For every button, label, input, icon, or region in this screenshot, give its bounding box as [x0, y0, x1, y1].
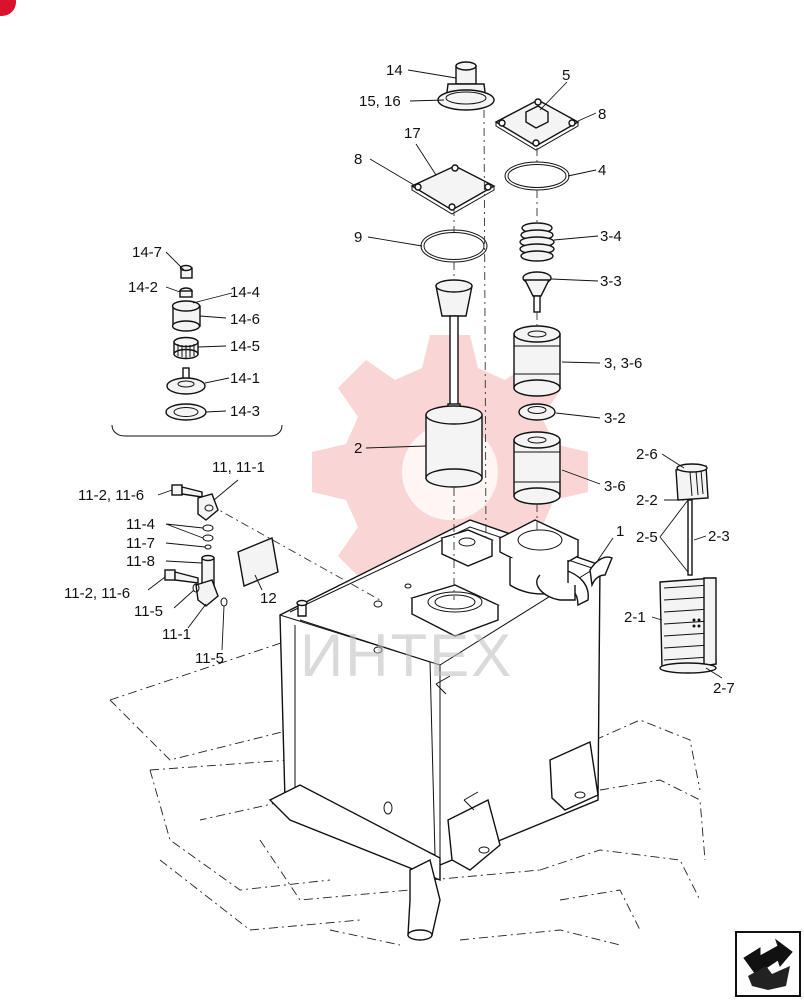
plate-part-2-7 [659, 662, 717, 674]
label-11-1: 11-1 [162, 626, 191, 643]
watermark-text: ИНТЕХ [300, 622, 513, 689]
nut-part-14-2 [179, 287, 193, 298]
o-ring-part-11-5-right [220, 597, 228, 607]
label-14-7: 14-7 [132, 244, 162, 261]
spring-part-3-4 [519, 222, 555, 262]
inset-bracket [111, 424, 283, 437]
breather-cap-part-14 [437, 61, 495, 111]
label-4: 4 [598, 162, 606, 179]
label-3-6: 3-6 [604, 478, 626, 495]
next-page-arrow-icon[interactable] [735, 931, 801, 997]
gauge-head-part-2-6 [675, 463, 709, 501]
element-part-14-5 [173, 336, 199, 360]
corner-badge [0, 0, 16, 16]
label-3-4: 3-4 [600, 228, 622, 245]
label-14-3: 14-3 [230, 403, 260, 420]
cover-plate-part-8-left [410, 164, 496, 215]
label-11-5-lower: 11-5 [195, 650, 224, 667]
elbow-part-11-1-upper [197, 493, 219, 521]
bolt-part-11-2-lower [164, 569, 199, 584]
label-2-7: 2-7 [713, 680, 735, 697]
tank-drain-pipe [407, 858, 441, 941]
label-3-2: 3-2 [604, 410, 626, 427]
decal-part-12 [237, 537, 279, 587]
label-11-4: 11-4 [126, 516, 155, 533]
o-ring-part-4 [504, 161, 570, 191]
label-14-2: 14-2 [128, 279, 158, 296]
label-2-1: 2-1 [624, 609, 646, 626]
return-filter-flange [410, 584, 500, 637]
label-9: 9 [354, 229, 362, 246]
fitting-assembly-part-11 [164, 484, 228, 607]
label-11-2-11-6-lower: 11-2, 11-6 [64, 585, 130, 602]
label-3-3-6: 3, 3-6 [604, 355, 642, 372]
tank-mounting-foot-left [268, 784, 441, 882]
label-12: 12 [260, 590, 277, 607]
label-2-2: 2-2 [636, 492, 658, 509]
plug-part-5 [525, 105, 549, 129]
label-14-1: 14-1 [230, 370, 260, 387]
part-labels: 14 15, 16 17 8 5 8 4 9 3-4 3-3 3, 3-6 3-… [64, 62, 735, 697]
level-gauge-assembly-part-2 [659, 463, 717, 674]
valve-part-3-3 [522, 271, 552, 313]
breather-breakdown-inset [111, 264, 283, 437]
washer-part-11-7 [204, 544, 212, 550]
label-11-5-upper: 11-5 [134, 603, 163, 620]
ring-part-3-2 [518, 403, 556, 421]
label-14-4: 14-4 [230, 284, 260, 301]
tank-top-bolts [296, 583, 479, 815]
label-15-16: 15, 16 [359, 93, 401, 110]
label-2-3: 2-3 [708, 528, 730, 545]
o-ring-part-11-7 [202, 534, 214, 542]
label-17: 17 [404, 125, 421, 142]
leader-lines [147, 69, 723, 679]
o-ring-part-9 [420, 229, 488, 263]
cap-part-14-7 [179, 264, 193, 279]
label-14-6: 14-6 [230, 311, 260, 328]
label-11-11-1: 11, 11-1 [212, 459, 265, 476]
flange-part-14-1 [166, 367, 206, 395]
tank-top-boss [440, 529, 494, 567]
o-ring-part-11-5-left [192, 583, 200, 593]
bolt-part-11-2-upper [171, 484, 203, 498]
label-1: 1 [616, 523, 624, 540]
label-11-7: 11-7 [126, 535, 155, 552]
label-2: 2 [354, 440, 362, 457]
label-5: 5 [562, 67, 570, 84]
tank-mounting-foot-right [549, 740, 599, 811]
label-11-8: 11-8 [126, 553, 155, 570]
o-ring-part-11-4 [202, 524, 214, 532]
label-11-2-11-6-upper: 11-2, 11-6 [78, 487, 144, 504]
label-14: 14 [386, 62, 403, 79]
label-2-6: 2-6 [636, 446, 658, 463]
tank-mounting-foot-front [447, 798, 501, 871]
label-3-3: 3-3 [600, 273, 622, 290]
suction-filter-element-part-3-6 [513, 431, 561, 505]
gasket-part-14-3 [165, 403, 207, 421]
cap-part-14-6 [171, 300, 201, 332]
filter-screen-part-2-1 [659, 577, 717, 669]
label-2-5: 2-5 [636, 529, 658, 546]
elbow-part-11-1-lower [195, 579, 219, 607]
label-8-right: 8 [598, 106, 606, 123]
return-filter-element-part-2 [425, 279, 483, 488]
alignment-centerlines [209, 109, 538, 601]
label-14-5: 14-5 [230, 338, 260, 355]
label-8-left: 8 [354, 151, 362, 168]
suction-filter-element-part-3 [513, 325, 561, 397]
gauge-rod-part-2-3 [687, 499, 693, 576]
suction-filter-housing [498, 519, 580, 601]
